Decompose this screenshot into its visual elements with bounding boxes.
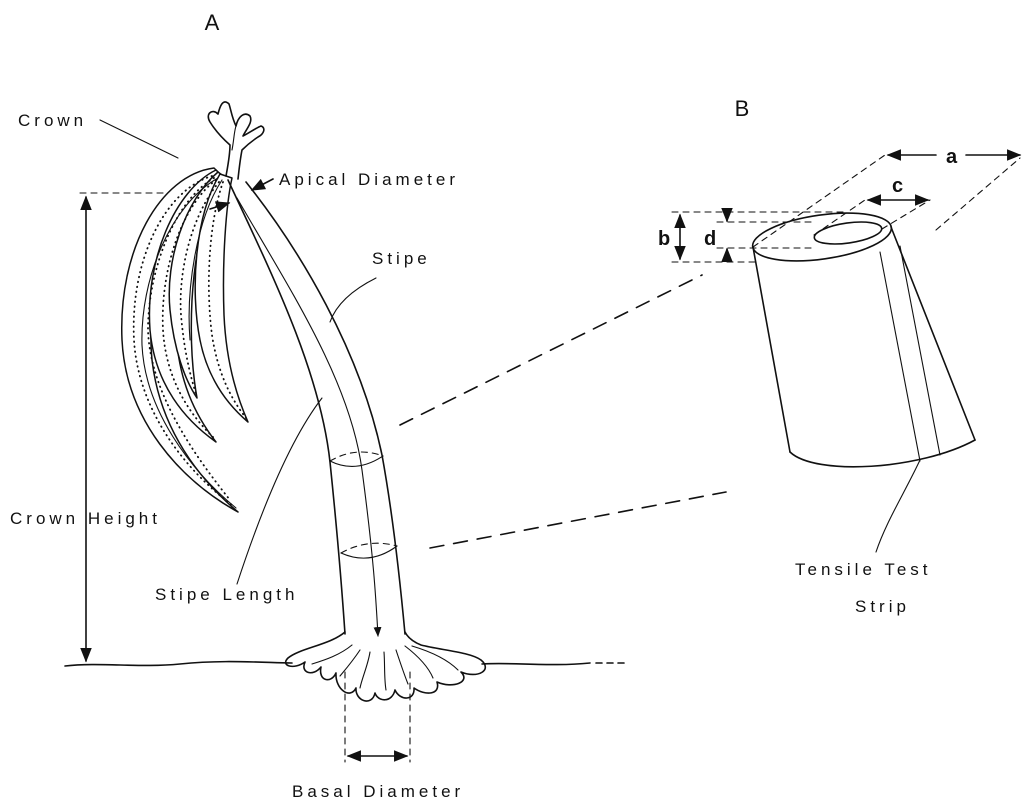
substrate-line-right <box>482 663 590 665</box>
tensile-test-strip-label-line-1: Tensile Test <box>795 560 932 579</box>
dim-d-label: d <box>704 228 716 250</box>
stipe-left-edge <box>228 180 345 634</box>
tensile-strip-right-edge <box>900 246 940 455</box>
dim-a-label: a <box>946 146 958 168</box>
apical-branches <box>208 102 264 179</box>
stipe-length-arrow <box>237 198 378 636</box>
stipe-section-lower-front <box>341 546 397 558</box>
holdfast-outline <box>286 632 486 701</box>
stipe-section-upper-back <box>330 452 383 461</box>
stipe-length-label: Stipe Length <box>155 585 298 604</box>
dim-b-label: b <box>658 228 670 250</box>
holdfast <box>286 632 486 701</box>
apical-diameter-arrow-right <box>252 179 273 190</box>
dim-a-right-guide <box>936 158 1020 230</box>
stipe-label: Stipe <box>372 249 431 268</box>
cylinder-bottom-edge <box>790 440 975 467</box>
holdfast-haptera-lines <box>312 645 458 690</box>
tensile-test-strip-label-line-2: Strip <box>855 597 910 616</box>
dim-a-left-guide <box>753 155 885 247</box>
cylinder-right-side <box>891 227 975 440</box>
apical-branch-inner-line <box>232 126 236 150</box>
crown-label: Crown <box>18 111 87 130</box>
stipe-section-cylinder <box>750 205 975 466</box>
cylinder-inner-hole <box>813 218 883 247</box>
panel-a-label: A <box>205 10 220 35</box>
projection-line-upper <box>400 275 702 425</box>
tensile-strip-leader-line <box>876 460 920 552</box>
stipe-length-leader-line <box>237 398 322 584</box>
crown-height-label: Crown Height <box>10 509 161 528</box>
dim-c-right-guide <box>882 200 930 229</box>
cylinder-left-side <box>753 247 790 452</box>
apical-diameter-label: Apical Diameter <box>279 170 459 189</box>
projection-line-lower <box>430 492 726 548</box>
stipe-section-upper-front <box>330 456 383 466</box>
substrate-line-left <box>65 662 292 666</box>
crown-fronds <box>122 168 248 512</box>
apical-branch-outline <box>208 102 264 179</box>
crown-leader-line <box>100 120 178 158</box>
dim-c-label: c <box>892 175 903 197</box>
panel-b-label: B <box>735 96 750 121</box>
basal-diameter-label: Basal Diameter <box>292 782 464 801</box>
stipe-leader-line <box>330 278 376 322</box>
